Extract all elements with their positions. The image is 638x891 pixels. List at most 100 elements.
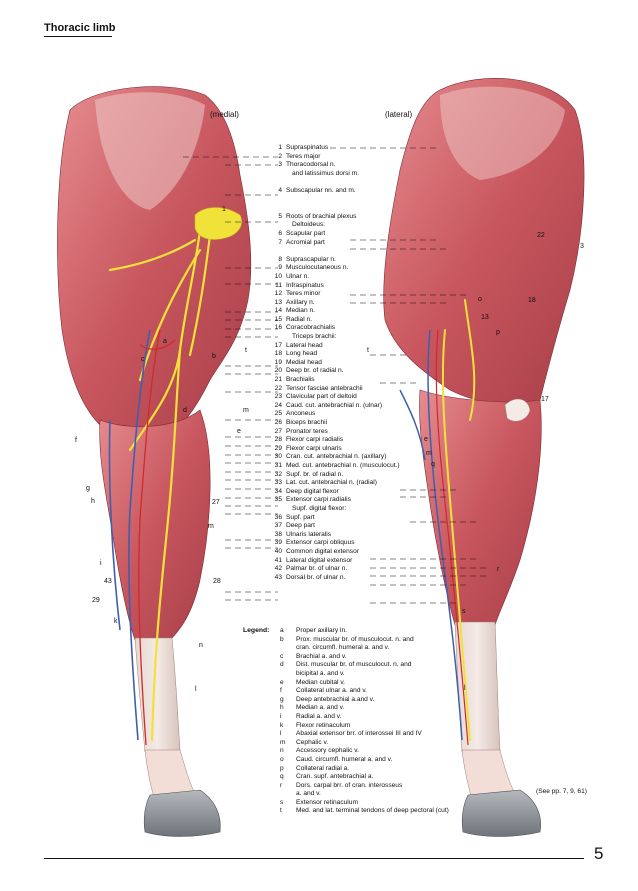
structure-name: Supf. digital flexor:	[292, 504, 347, 512]
structure-name: Dorsal br. of ulnar n.	[286, 573, 346, 581]
structure-name: Ulnar n.	[286, 272, 310, 280]
legend-text: Dist. muscular br. of musculocut. n. and	[296, 661, 412, 669]
structure-name: Deep digital flexor	[286, 487, 339, 495]
structure-name	[286, 178, 292, 185]
fig-label: m	[243, 407, 249, 414]
legend-text: Deep antebrachial a.and v.	[296, 695, 375, 703]
fig-label: 18	[528, 297, 536, 304]
legend-title: Legend:	[243, 627, 270, 634]
structure-name: Lateral digital extensor	[286, 556, 353, 564]
fig-label: 22	[537, 232, 545, 239]
structure-row: 9 Musculocutaneous n.	[268, 264, 400, 273]
structure-name: Musculocutaneous n.	[286, 264, 349, 272]
legend-key: c	[280, 652, 284, 660]
legend-text: Cephalic v.	[296, 738, 329, 746]
structure-number: 12	[274, 290, 282, 298]
structure-name: Tensor fasciae antebrachii	[286, 384, 363, 392]
fig-label: q	[431, 461, 435, 468]
structure-name: Deltoideus:	[292, 221, 325, 229]
legend-key: e	[280, 678, 284, 686]
fig-label: 27	[212, 499, 220, 506]
structure-number: 17	[274, 341, 282, 349]
structure-number: 22	[274, 384, 282, 392]
structure-number: 5	[278, 212, 282, 220]
structure-number: 28	[274, 436, 282, 444]
legend-key: r	[280, 781, 283, 789]
legend-text: Extensor retinaculum	[296, 798, 358, 806]
structure-row: 12 Teres minor	[268, 290, 400, 299]
legend-text: Prox. muscular br. of musculocut. n. and	[296, 635, 414, 643]
fig-label: 28	[213, 578, 221, 585]
medial-brachial-plexus	[194, 207, 242, 240]
structure-name: Teres minor	[286, 290, 321, 298]
structure-number: 21	[274, 376, 282, 384]
structure-name: Pronator teres	[286, 427, 328, 435]
structure-number: 26	[274, 419, 282, 426]
footer-rule	[44, 858, 584, 859]
legend-row: a. and v.	[280, 790, 449, 799]
structure-number: 34	[274, 487, 282, 495]
lateral-scapula-fascia	[440, 86, 565, 180]
fig-label: t	[245, 347, 247, 354]
legend-text: Cran. supf. antebrachial a.	[296, 773, 374, 781]
legend-key: s	[280, 798, 284, 806]
structure-row	[268, 247, 400, 256]
legend-key: i	[280, 712, 282, 720]
structure-row	[268, 178, 400, 187]
structure-name: Deep part	[286, 522, 315, 530]
fig-label: 43	[104, 578, 112, 585]
structure-name: Supf. br. of radial n.	[286, 470, 344, 478]
structure-number: 20	[274, 367, 282, 375]
fig-label: g	[86, 485, 90, 492]
medial-arteries	[138, 329, 176, 746]
structure-number: 9	[278, 264, 282, 272]
lateral-elbow-tendon	[504, 398, 531, 422]
legend-key: m	[280, 738, 286, 746]
structure-row: 22 Tensor fasciae antebrachii	[268, 385, 400, 394]
structure-row: Deltoideus:	[268, 221, 400, 230]
fig-label: p	[496, 329, 500, 336]
legend-key: t	[280, 807, 282, 815]
legend-text: Collateral ulnar a. and v.	[296, 687, 367, 695]
fig-label: o	[478, 296, 482, 303]
lateral-veins	[399, 329, 463, 741]
structure-number: 2	[278, 152, 282, 160]
structure-number: 24	[274, 401, 282, 409]
legend-key: a	[280, 627, 284, 634]
structure-name: Triceps brachii:	[292, 333, 337, 341]
structure-row: 24 Caud. cut. antebrachial n. (ulnar)	[268, 402, 400, 411]
structure-number: 40	[274, 547, 282, 555]
legend-key: f	[280, 687, 282, 695]
see-pages-reference: (See pp. 7, 9, 61)	[536, 788, 587, 795]
structure-number: 27	[274, 427, 282, 435]
structure-name: Caud. cut. antebrachial n. (ulnar)	[286, 401, 383, 409]
legend-text: Radial a. and v.	[296, 712, 342, 720]
legend-text: Abaxial extensor brr. of interossei III …	[296, 730, 422, 738]
legend-key: n	[280, 747, 284, 755]
